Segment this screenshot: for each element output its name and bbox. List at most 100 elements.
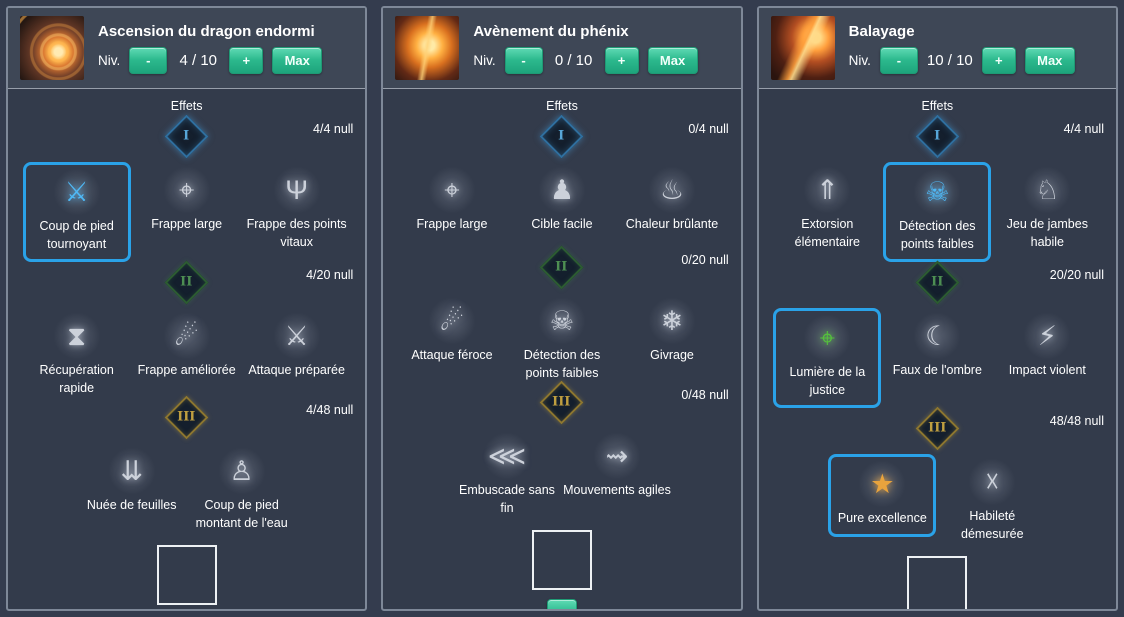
skill-name: Impact violent: [1008, 363, 1086, 377]
level-value: 10 / 10: [926, 51, 973, 69]
quick-recovery-icon: ⧗: [53, 313, 100, 359]
empty-skill-slot[interactable]: [907, 556, 968, 609]
level-value: 0 / 10: [554, 51, 593, 69]
decrease-level-button[interactable]: -: [129, 46, 168, 74]
empty-skill-slot[interactable]: [156, 545, 217, 605]
skill-panel: Avènement du phénix Niv. - 0 / 10 + Max …: [381, 6, 743, 611]
leaf-swarm-icon: ⇊: [108, 448, 155, 494]
skill-node[interactable]: ☓ Habileté démesurée: [938, 459, 1046, 543]
violent-impact-icon: ⚡: [1024, 313, 1071, 359]
tier-list: I 4/4 null ⇑ Extorsion élémentaire ☠ Dét…: [759, 114, 1116, 543]
skill-node[interactable]: ☠ Détection des points faibles: [508, 298, 616, 382]
increase-level-button[interactable]: +: [604, 46, 639, 74]
tier-header: II 20/20 null: [759, 260, 1116, 309]
effects-heading: Effets: [546, 99, 578, 113]
tier-progress: 4/4 null: [1063, 122, 1104, 136]
effects-heading: Effets: [921, 99, 954, 113]
skill-glyph: ⧗: [67, 320, 87, 351]
skill-node[interactable]: ❄ Givrage: [618, 298, 726, 365]
skill-node[interactable]: ⇑ Extorsion élémentaire: [773, 167, 881, 251]
skill-node[interactable]: ⌖ Lumière de la justice: [773, 308, 882, 408]
skill-node[interactable]: ☠ Détection des points faibles: [883, 162, 992, 262]
skill-node[interactable]: ⌖ Frappe large: [133, 167, 241, 234]
skill-node[interactable]: ⚔ Coup de pied tournoyant: [22, 162, 131, 262]
skill-node[interactable]: ⋘ Embuscade sans fin: [453, 433, 561, 517]
skill-glyph: ⚔: [284, 320, 309, 351]
skill-node[interactable]: ⚔ Attaque préparée: [243, 313, 351, 380]
max-level-button[interactable]: Max: [272, 46, 323, 74]
skill-node[interactable]: ⌖ Frappe large: [398, 167, 506, 234]
tier-progress: 0/4 null: [688, 122, 729, 136]
skill-node[interactable]: ⚡ Impact violent: [993, 313, 1101, 380]
tier-diamond-icon: III: [915, 406, 960, 451]
skill-name: Frappe des points vitaux: [246, 217, 347, 249]
skill-title: Ascension du dragon endormi: [98, 22, 315, 40]
skill-node[interactable]: Ψ Frappe des points vitaux: [243, 167, 351, 251]
skill-name: Jeu de jambes habile: [1006, 217, 1088, 249]
skill-node[interactable]: ♘ Jeu de jambes habile: [993, 167, 1101, 251]
tier-progress: 4/48 null: [306, 403, 354, 417]
tier-section: III 48/48 null ★ Pure excellence ☓ Habil…: [759, 406, 1116, 543]
tier-numeral: I: [183, 129, 190, 144]
skill-node[interactable]: ☾ Faux de l'ombre: [883, 313, 991, 380]
skill-node[interactable]: ⇝ Mouvements agiles: [563, 433, 671, 500]
empty-skill-slot[interactable]: [531, 530, 592, 590]
skill-glyph: ♙: [229, 455, 254, 486]
tier-numeral: II: [555, 259, 569, 275]
tier-progress: 0/48 null: [681, 388, 729, 402]
decrease-level-button[interactable]: -: [504, 46, 543, 74]
burning-heat-icon: ♨: [648, 167, 695, 213]
level-label: Niv.: [98, 52, 121, 68]
skill-title: Avènement du phénix: [473, 22, 629, 40]
skill-name: Coup de pied tournoyant: [39, 219, 114, 251]
increase-level-button[interactable]: +: [229, 46, 264, 74]
skill-panel: Balayage Niv. - 10 / 10 + Max Effets I 4…: [756, 6, 1118, 611]
tier-numeral: III: [928, 421, 947, 436]
skill-node[interactable]: ☄ Frappe améliorée: [133, 313, 241, 380]
decrease-level-button[interactable]: -: [879, 46, 918, 74]
skill-glyph: Ψ: [285, 174, 308, 205]
skill-glyph: ☠: [549, 305, 575, 336]
increase-level-button[interactable]: +: [981, 46, 1016, 74]
panel-body: Effets I 4/4 null ⚔ Coup de pied tournoy…: [8, 89, 365, 609]
endless-ambush-icon: ⋘: [483, 433, 530, 479]
easy-target-icon: ♟: [538, 167, 585, 213]
skill-name: Frappe améliorée: [137, 363, 236, 377]
skill-node[interactable]: ★ Pure excellence: [828, 454, 937, 537]
close-button[interactable]: X: [546, 599, 577, 609]
skills-row: ⇑ Extorsion élémentaire ☠ Détection des …: [759, 162, 1116, 262]
max-level-button[interactable]: Max: [647, 46, 698, 74]
tier-numeral: III: [552, 395, 572, 410]
skill-node[interactable]: ♟ Cible facile: [508, 167, 616, 234]
tier-progress: 48/48 null: [1049, 414, 1104, 428]
skill-glyph: ★: [870, 468, 895, 499]
skills-row: ☄ Attaque féroce ☠ Détection des points …: [383, 298, 740, 382]
tier-numeral: I: [558, 129, 566, 144]
tier-diamond-icon: II: [540, 245, 584, 290]
max-level-button[interactable]: Max: [1024, 46, 1075, 74]
skill-glyph: ⌖: [819, 322, 835, 353]
tier-list: I 4/4 null ⚔ Coup de pied tournoyant ⌖ F…: [8, 114, 365, 532]
skill-node[interactable]: ☄ Attaque féroce: [398, 298, 506, 365]
sweep-skill-image: [770, 16, 835, 80]
tier-section: I 4/4 null ⇑ Extorsion élémentaire ☠ Dét…: [759, 114, 1116, 262]
panel-header: Ascension du dragon endormi Niv. - 4 / 1…: [8, 8, 366, 89]
skill-node[interactable]: ♨ Chaleur brûlante: [618, 167, 726, 234]
skill-name: Embuscade sans fin: [459, 483, 555, 515]
skill-name: Chaleur brûlante: [625, 217, 719, 231]
tier-diamond-icon: III: [540, 380, 584, 425]
skill-glyph: ☄: [174, 320, 199, 351]
skill-node[interactable]: ♙ Coup de pied montant de l'eau: [188, 448, 296, 532]
skill-glyph: ☄: [439, 305, 465, 336]
skill-node[interactable]: ⇊ Nuée de feuilles: [78, 448, 186, 515]
skill-glyph: ♘: [1035, 174, 1060, 205]
skill-glyph: ☾: [925, 320, 950, 351]
tier-progress: 4/4 null: [313, 122, 354, 136]
panel-header: Balayage Niv. - 10 / 10 + Max: [758, 8, 1116, 89]
skill-node[interactable]: ⧗ Récupération rapide: [23, 313, 131, 397]
effects-heading: Effets: [170, 99, 203, 113]
skill-name: Pure excellence: [837, 511, 927, 525]
skill-title: Balayage: [848, 22, 915, 40]
skill-panel: Ascension du dragon endormi Niv. - 4 / 1…: [6, 6, 368, 611]
skill-name: Lumière de la justice: [789, 365, 866, 397]
